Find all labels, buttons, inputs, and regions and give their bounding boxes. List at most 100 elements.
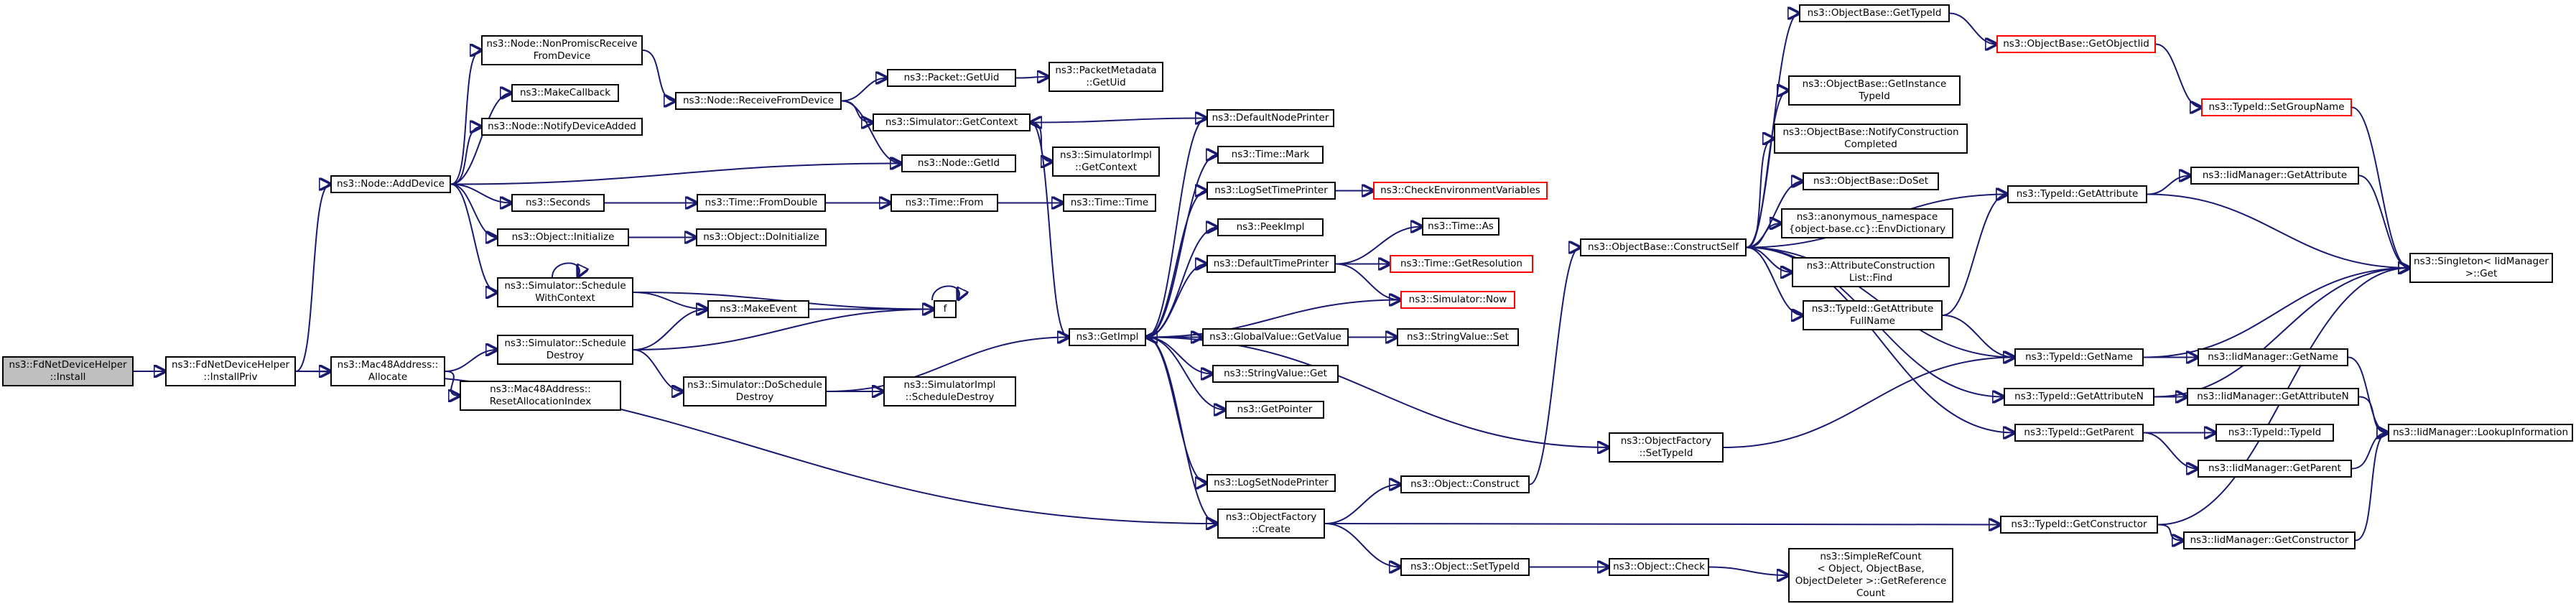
node-sim-getcontext[interactable]: ns3::Simulator::GetContext [873,113,1031,131]
node-label-line: ns3::Simulator::GetContext [885,116,1018,128]
node-object-doinitialize[interactable]: ns3::Object::DoInitialize [696,228,827,246]
node-mac48-allocate[interactable]: ns3::Mac48Address::Allocate [330,356,445,386]
node-sim-now[interactable]: ns3::Simulator::Now [1400,291,1515,309]
node-label-line: ns3::TypeId::TypeId [2228,427,2322,438]
node-objectbase-gettypeid[interactable]: ns3::ObjectBase::GetTypeId [1799,4,1950,22]
node-label-line: ResetAllocationIndex [489,396,592,407]
node-label-line: ns3::ObjectBase::GetInstance [1802,78,1947,90]
node-node-receivefromdevice[interactable]: ns3::Node::ReceiveFromDevice [675,92,842,110]
call-edge-node-receivefromdevice-to-node-getid [841,100,901,164]
node-label-line: ns3::Mac48Address:: [490,384,591,395]
node-typeid-getname[interactable]: ns3::TypeId::GetName [2014,348,2144,366]
node-simimpl-getcontext[interactable]: ns3::SimulatorImpl::GetContext [1052,147,1160,177]
node-defaultnodeprinter[interactable]: ns3::DefaultNodePrinter [1206,109,1334,127]
node-object-construct[interactable]: ns3::Object::Construct [1400,475,1530,493]
node-time-getresolution[interactable]: ns3::Time::GetResolution [1390,255,1533,273]
node-time-time[interactable]: ns3::Time::Time [1063,194,1156,212]
node-typeid-setgroupname[interactable]: ns3::TypeId::SetGroupName [2201,98,2352,116]
node-objectbase-doset[interactable]: ns3::ObjectBase::DoSet [1803,172,1939,190]
node-time-from[interactable]: ns3::Time::From [891,194,998,212]
node-objectbase-constructself[interactable]: ns3::ObjectBase::ConstructSelf [1580,238,1747,256]
call-edge-defaultnodeprinter-to-sim-getcontext [1031,119,1207,123]
node-objectbase-getobjectiid[interactable]: ns3::ObjectBase::GetObjectIid [1996,35,2156,53]
node-getimpl[interactable]: ns3::GetImpl [1069,328,1146,346]
node-label-line: ns3::anonymous_namespace [1796,211,1938,223]
node-singleton-get[interactable]: ns3::Singleton< IidManager >::Get [2409,253,2553,283]
node-typeid-getparent[interactable]: ns3::TypeId::GetParent [2014,424,2144,442]
call-edge-typeid-getattributefullname-to-typeid-getname [1942,315,2014,358]
node-object-settypeid[interactable]: ns3::Object::SetTypeId [1400,558,1530,576]
node-getpointer[interactable]: ns3::GetPointer [1225,401,1324,419]
node-logsettimeprinter[interactable]: ns3::LogSetTimePrinter [1206,182,1336,200]
node-label-line: ns3::ObjectBase::GetObjectIid [2003,38,2149,50]
node-node-getid[interactable]: ns3::Node::GetId [901,154,1016,172]
node-iidmanager-getattribute[interactable]: ns3::IidManager::GetAttribute [2190,167,2359,185]
node-packetmeta-getuid[interactable]: ns3::PacketMetadata::GetUid [1048,62,1163,92]
node-defaulttimeprinter[interactable]: ns3::DefaultTimePrinter [1206,255,1336,273]
node-makeevent[interactable]: ns3::MakeEvent [707,300,809,318]
node-iidmanager-getattributen[interactable]: ns3::IidManager::GetAttributeN [2187,388,2359,406]
node-label-line: ns3::PacketMetadata [1055,65,1157,76]
node-node-notify[interactable]: ns3::Node::NotifyDeviceAdded [481,118,643,136]
node-label-line: ns3::Object::Construct [1410,478,1520,490]
node-label-line: Count [1856,587,1886,599]
node-seconds[interactable]: ns3::Seconds [511,194,605,212]
call-edge-typeid-setgroupname-to-singleton-get [2351,106,2409,269]
node-fdnet-installpriv[interactable]: ns3::FdNetDeviceHelper::InstallPriv [165,356,296,386]
node-objectfactory-settypeid[interactable]: ns3::ObjectFactory::SetTypeId [1609,432,1724,463]
node-stringvalue-get[interactable]: ns3::StringValue::Get [1212,365,1339,383]
node-checkenv[interactable]: ns3::CheckEnvironmentVariables [1373,182,1548,200]
node-label-line: ns3::StringValue::Get [1224,368,1327,379]
node-logsetnodeprinter[interactable]: ns3::LogSetNodePrinter [1206,474,1336,492]
node-iidmanager-getname[interactable]: ns3::IidManager::GetName [2198,348,2348,366]
call-edge-typeid-getattribute-to-singleton-get [2147,193,2409,269]
node-stringvalue-set[interactable]: ns3::StringValue::Set [1397,328,1519,346]
node-label-line: FromDevice [533,50,591,62]
call-edge-node-adddevice-to-node-notify [450,127,481,185]
call-edge-objectbase-gettypeid-to-objectbase-getobjectiid [1949,12,1996,45]
node-object-initialize[interactable]: ns3::Object::Initialize [497,228,629,246]
node-simimpl-scheduledestroy[interactable]: ns3::SimulatorImpl::ScheduleDestroy [883,376,1016,406]
node-typeid-getattribute[interactable]: ns3::TypeId::GetAttribute [2007,185,2147,203]
node-envdictionary[interactable]: ns3::anonymous_namespace{object-base.cc}… [1781,208,1953,238]
node-iidmanager-getparent[interactable]: ns3::IidManager::GetParent [2198,460,2352,478]
node-typeid-typeid[interactable]: ns3::TypeId::TypeId [2215,424,2334,442]
call-edge-objectfactory-create-to-object-settypeid [1324,523,1400,567]
node-iidmanager-lookupinformation[interactable]: ns3::IidManager::LookupInformation [2388,424,2573,442]
node-label-line: ns3::Simulator::DoSchedule [687,379,822,391]
node-makecallback[interactable]: ns3::MakeCallback [511,84,619,102]
node-label-line: ns3::Object::SetTypeId [1410,561,1520,572]
node-time-fromdouble[interactable]: ns3::Time::FromDouble [697,194,826,212]
node-iidmanager-getconstructor[interactable]: ns3::IidManager::GetConstructor [2183,531,2356,549]
node-label-line: ns3::Simulator::Schedule [504,338,626,349]
call-edge-mac48-allocate-to-sim-scheduledestroy [445,350,497,372]
node-objectfactory-create[interactable]: ns3::ObjectFactory::Create [1217,508,1325,539]
node-peekimpl[interactable]: ns3::PeekImpl [1217,218,1324,236]
node-label-line: ns3::DefaultTimePrinter [1213,258,1329,269]
node-node-adddevice[interactable]: ns3::Node::AddDevice [330,175,451,193]
node-typeid-getconstructor[interactable]: ns3::TypeId::GetConstructor [2000,516,2158,534]
node-time-as[interactable]: ns3::Time::As [1422,218,1499,236]
node-mac48-reset[interactable]: ns3::Mac48Address::ResetAllocationIndex [460,381,621,411]
node-simplerefcount[interactable]: ns3::SimpleRefCount< Object, ObjectBase,… [1788,548,1953,603]
node-label-line: ns3::GlobalValue::GetValue [1209,331,1342,343]
call-edge-typeid-getconstructor-to-iidmanager-getconstructor [2157,524,2183,541]
node-time-mark[interactable]: ns3::Time::Mark [1217,146,1324,164]
node-label-line: ns3::Node::AddDevice [337,178,445,190]
node-f[interactable]: f [934,300,957,318]
node-object-check[interactable]: ns3::Object::Check [1609,558,1709,576]
node-label-line: Destroy [546,350,585,361]
node-typeid-getattributen[interactable]: ns3::TypeId::GetAttributeN [2004,388,2154,406]
node-packet-getuid[interactable]: ns3::Packet::GetUid [887,69,1016,87]
call-edge-sim-scheduledestroy-to-makeevent [633,310,707,350]
node-label-line: ns3::MakeCallback [519,87,611,98]
node-globalvalue-getvalue[interactable]: ns3::GlobalValue::GetValue [1202,328,1349,346]
